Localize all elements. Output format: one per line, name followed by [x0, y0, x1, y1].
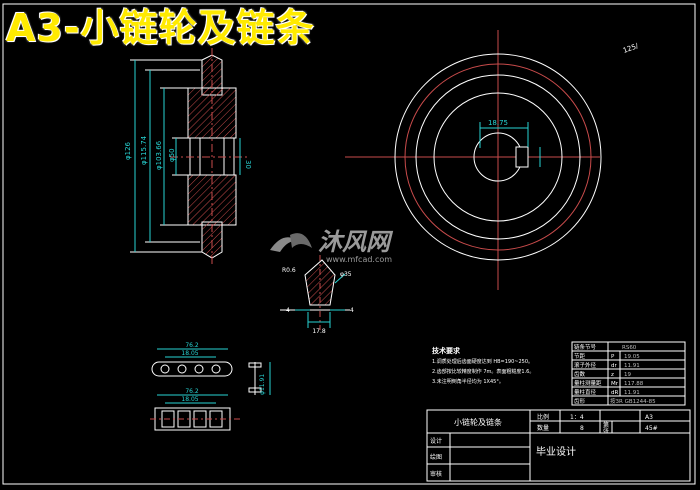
param-value: 19	[624, 372, 631, 378]
dim-side-d1: φ126	[124, 141, 132, 160]
dim-chain-h: φ11.91	[259, 374, 266, 395]
param-value: RS60	[622, 345, 637, 351]
param-symbol: dr	[611, 363, 617, 369]
side-view-dimensions	[134, 60, 241, 252]
dim-tooth-w1: 4	[286, 307, 290, 314]
param-value: 11.91	[624, 390, 640, 396]
dim-bore: φ50	[168, 148, 176, 162]
param-label: 量柱测量距	[574, 379, 602, 387]
dim-chain-b2: 18.05	[181, 396, 198, 403]
dim-chain-b1: 76.2	[185, 388, 199, 395]
param-symbol: dR	[611, 390, 618, 396]
param-value: 11.91	[624, 363, 640, 369]
title-block	[426, 409, 691, 482]
tooth-profile-detail	[280, 255, 350, 330]
param-value: 按3R GB1244-85	[610, 397, 656, 405]
param-label: 齿数	[574, 370, 586, 378]
param-symbol: z	[611, 372, 614, 378]
param-label: 链条节号	[574, 343, 597, 351]
tb-scale: 1：4	[570, 414, 584, 421]
tb-weight: 45#	[645, 425, 658, 432]
dim-keyway: 18.75	[488, 119, 508, 127]
watermark-logo-icon	[270, 233, 312, 252]
dim-tooth-w2: 4	[350, 307, 354, 314]
tb-qty-label: 数量	[537, 424, 549, 432]
sprocket-side-view	[130, 48, 250, 266]
watermark-brand: 沐风网	[318, 228, 394, 256]
dim-side-d3: φ103.66	[155, 140, 163, 170]
dim-hub-width: 30	[244, 160, 252, 169]
roughness-symbol: 125/	[622, 42, 640, 55]
parameter-table	[571, 341, 686, 406]
dim-tooth-dia: φ35	[340, 271, 352, 278]
tb-sheet: 张	[603, 427, 609, 435]
tb-project: 毕业设计	[536, 445, 576, 458]
tb-review: 审核	[430, 470, 442, 478]
dim-tooth-w3: 17.8	[312, 328, 326, 335]
param-symbol: Mr	[611, 381, 619, 387]
chain-top-view	[151, 361, 262, 395]
chain-front-view	[150, 407, 240, 431]
param-symbol: P	[611, 354, 615, 360]
tech-req-item: 2.齿部按比较精度制作 7m。表面粗糙度1.6。	[432, 368, 534, 375]
dim-chain-a2: 18.05	[181, 350, 198, 357]
front-view-dimensions	[479, 122, 541, 167]
tech-req-item: 3.未注明倒角半径均为 1X45°。	[432, 378, 504, 385]
param-value: 117.88	[624, 381, 644, 387]
tb-sheet-label: 第	[603, 421, 609, 429]
drawing-title: A3-小链轮及链条	[6, 6, 315, 50]
watermark-url: www.mfcad.com	[326, 255, 392, 264]
tb-design: 设计	[430, 437, 442, 445]
tb-size: A3	[645, 414, 653, 421]
technical-requirements: 技术要求 1.调质处理后齿面硬度达到 HB=190~250。 2.齿部按比较精度…	[432, 346, 534, 385]
param-value: 19.05	[624, 354, 640, 360]
tech-req-item: 1.调质处理后齿面硬度达到 HB=190~250。	[432, 358, 533, 365]
dim-chain-a1: 76.2	[185, 342, 199, 349]
sprocket-front-view	[345, 30, 602, 290]
tb-scale-label: 比例	[537, 413, 549, 421]
param-label: 滚子外径	[574, 361, 597, 369]
dim-tooth-r: R0.6	[282, 267, 296, 274]
tb-name: 小链轮及链条	[454, 417, 502, 427]
tb-qty: 8	[580, 425, 584, 432]
param-label: 量柱直径	[574, 388, 597, 396]
param-label: 节距	[574, 352, 586, 360]
tech-req-heading: 技术要求	[432, 346, 461, 355]
drawing-border	[2, 3, 696, 485]
dim-side-d2: φ115.74	[140, 135, 148, 165]
tb-draw: 绘图	[430, 453, 442, 461]
param-label: 齿形	[574, 397, 586, 405]
